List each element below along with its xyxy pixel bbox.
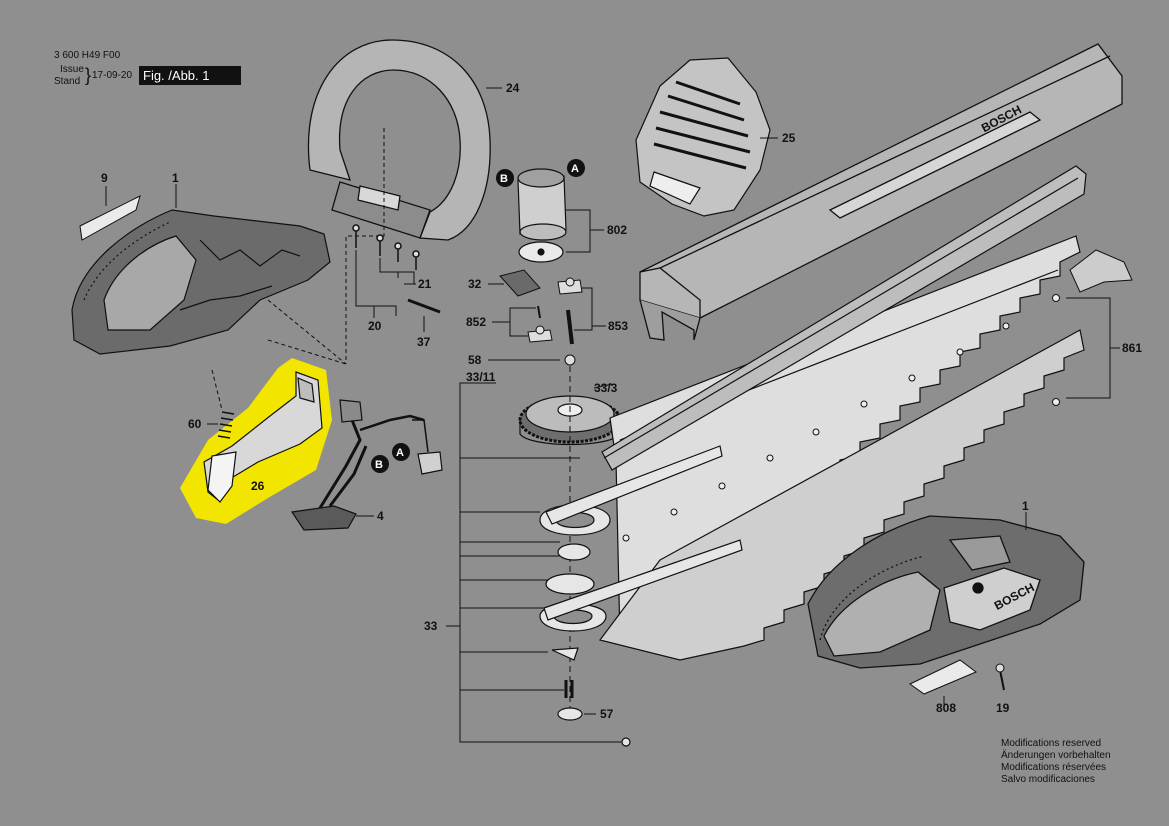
part-label-852: 852 xyxy=(466,315,486,329)
pin-part-853-shape xyxy=(557,277,583,345)
cable-assembly-part-4-shape xyxy=(290,399,443,531)
screws-part-20-21-shape xyxy=(352,224,420,270)
modification-notes: Modifications reserved Änderungen vorbeh… xyxy=(1001,738,1111,786)
part-label-1-left: 1 xyxy=(172,171,179,185)
marker-a-left: A xyxy=(396,447,404,459)
part-label-33: 33 xyxy=(424,619,438,633)
pad-part-32-shape xyxy=(499,269,541,297)
label-part-9-shape xyxy=(79,195,141,241)
issue-label: Issue xyxy=(60,64,84,75)
blade-cover-shape xyxy=(639,43,1123,341)
housing-half-part-1-shape xyxy=(71,209,331,355)
part-label-19: 19 xyxy=(996,701,1010,715)
leader-line-20 xyxy=(355,250,397,318)
note-line: Modifications réservées xyxy=(1001,762,1107,773)
part-label-24: 24 xyxy=(506,81,520,95)
guide-line-60 xyxy=(211,369,223,411)
part-label-1-right: 1 xyxy=(1022,499,1029,513)
part-label-57: 57 xyxy=(600,707,614,721)
part-label-4: 4 xyxy=(377,509,384,523)
bushing-part-852-shape xyxy=(527,305,553,343)
leader-line-802 xyxy=(566,209,604,253)
blade-rivets-shape xyxy=(622,294,1060,542)
brace-icon: } xyxy=(85,65,92,85)
part-label-60: 60 xyxy=(188,417,202,431)
part-label-20: 20 xyxy=(368,319,382,333)
leader-line-852 xyxy=(492,307,536,337)
screw-part-19-shape xyxy=(999,669,1005,691)
blade-assembly-shape xyxy=(543,165,1087,661)
screw-head-19 xyxy=(995,663,1005,673)
guide-line-24 xyxy=(345,128,385,364)
spring-part-60-shape xyxy=(217,411,235,439)
pin-part-37-shape xyxy=(407,298,441,314)
marker-b-motor: B xyxy=(500,173,508,185)
doc-number: 3 600 H49 F00 xyxy=(54,50,121,61)
part-label-21: 21 xyxy=(418,277,432,291)
bracket-33 xyxy=(446,382,622,743)
washer-part-58-shape xyxy=(564,354,576,366)
drive-plates-shape xyxy=(539,504,631,747)
marker-a-left-circle xyxy=(392,443,410,461)
housing-part-1-right-shape xyxy=(807,515,1085,669)
part-label-808: 808 xyxy=(936,701,956,715)
part-label-33-11: 33/11 xyxy=(466,370,496,384)
vent-cover-part-25-shape xyxy=(635,57,771,217)
blade-tip-guard-shape xyxy=(1069,249,1133,293)
leader-line-33-3 xyxy=(593,383,613,389)
note-line: Änderungen vorbehalten xyxy=(1001,750,1111,761)
issue-date: 17-09-20 xyxy=(92,70,133,81)
note-line: Salvo modificaciones xyxy=(1001,774,1095,785)
stand-label: Stand xyxy=(54,76,81,87)
loop-handle-part-24-shape xyxy=(307,39,491,241)
figure-label: Fig. /Abb. 1 xyxy=(139,66,241,85)
leader-line-853 xyxy=(574,287,606,331)
part-label-9: 9 xyxy=(101,171,108,185)
part-label-25: 25 xyxy=(782,131,796,145)
marker-b-left-circle xyxy=(371,455,389,473)
leader-line-861 xyxy=(1066,297,1120,399)
part-label-853: 853 xyxy=(608,319,628,333)
marker-b-left: B xyxy=(375,459,383,471)
motor-part-802-shape xyxy=(517,168,567,263)
label-part-808-shape xyxy=(909,659,977,695)
part-label-32: 32 xyxy=(468,277,482,291)
marker-a-motor: A xyxy=(571,163,579,175)
note-line: Modifications reserved xyxy=(1001,738,1102,749)
handle-part-26-shape xyxy=(203,371,323,503)
leader-line-21 xyxy=(379,258,415,284)
marker-a-motor-circle xyxy=(567,159,585,177)
part-label-802: 802 xyxy=(607,223,627,237)
part-label-58: 58 xyxy=(468,353,482,367)
marker-b-motor-circle xyxy=(496,169,514,187)
guide-line-left xyxy=(267,299,347,365)
part-label-37: 37 xyxy=(417,335,431,349)
part-label-861: 861 xyxy=(1122,341,1142,355)
part-label-33-3: 33/3 xyxy=(594,381,618,395)
part-label-26: 26 xyxy=(251,479,265,493)
